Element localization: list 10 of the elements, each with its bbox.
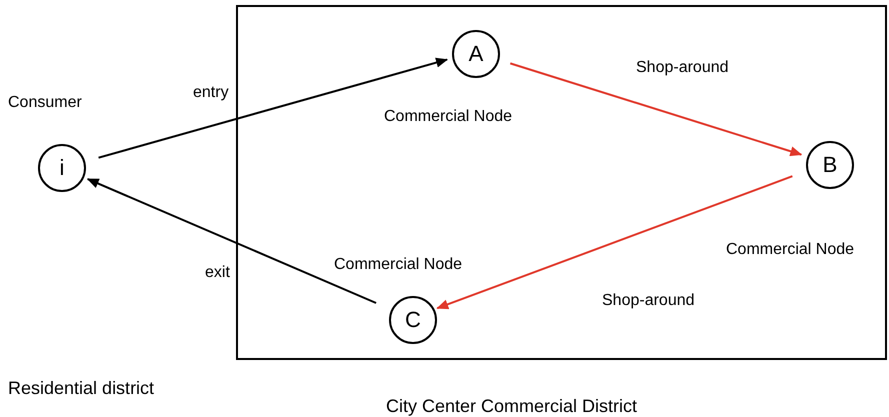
node-caption: Commercial Node bbox=[726, 240, 854, 260]
arrow bbox=[510, 62, 802, 156]
area-label: Residential district bbox=[8, 377, 154, 400]
arrow bbox=[436, 175, 793, 310]
arrow bbox=[86, 178, 376, 304]
node-caption: Commercial Node bbox=[384, 107, 512, 127]
district-title: City Center Commercial District bbox=[386, 395, 638, 417]
node-caption: Consumer bbox=[8, 93, 82, 113]
arrow bbox=[98, 58, 448, 159]
node-caption: Commercial Node bbox=[334, 255, 462, 275]
